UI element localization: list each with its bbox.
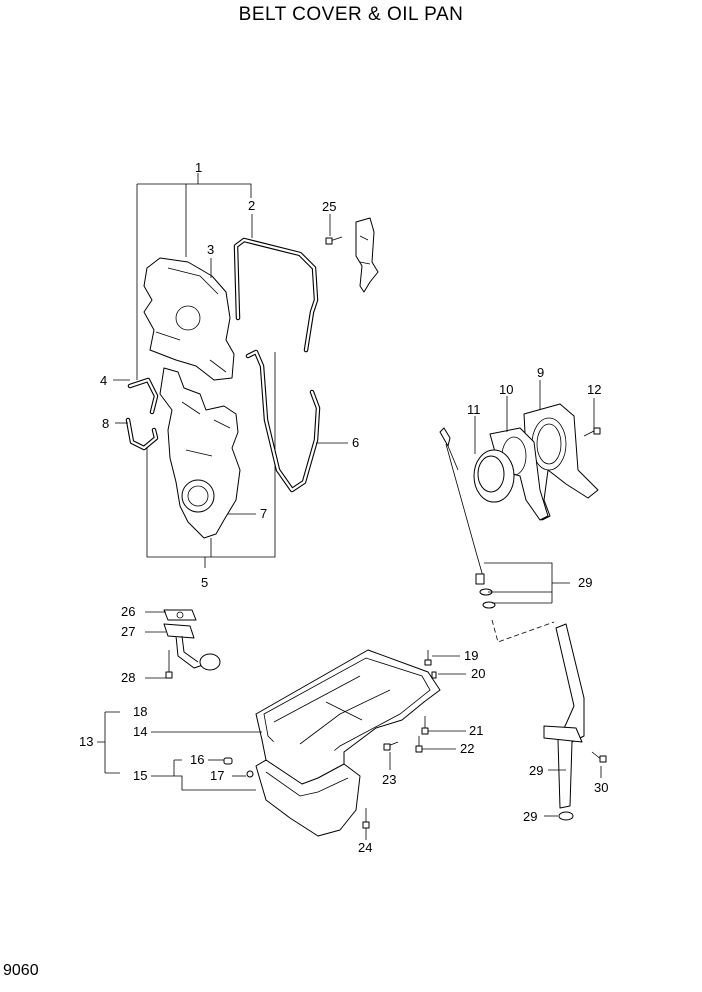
callout-15: 15 xyxy=(133,768,147,783)
lower-belt-cover[interactable] xyxy=(159,367,241,539)
callout-7: 7 xyxy=(260,506,267,521)
callout-3: 3 xyxy=(207,242,214,257)
callout-30: 30 xyxy=(594,780,608,795)
oil-screen-27[interactable] xyxy=(163,623,221,671)
belt-cover-group xyxy=(113,173,348,568)
callout-25: 25 xyxy=(322,199,336,214)
callout-20: 20 xyxy=(471,666,485,681)
bolt-21[interactable] xyxy=(421,716,429,735)
upper-belt-cover[interactable] xyxy=(143,257,235,381)
oil-level-gauge[interactable] xyxy=(439,427,485,585)
callout-8: 8 xyxy=(102,416,109,431)
bolt-12[interactable] xyxy=(583,427,601,437)
callout-16: 16 xyxy=(190,752,204,767)
page-code: 9060 xyxy=(3,962,39,979)
o-ring-29-lower[interactable] xyxy=(558,811,574,821)
oil-gauge-guide[interactable] xyxy=(543,623,585,809)
stud-20[interactable] xyxy=(431,671,437,679)
gasket-17[interactable] xyxy=(246,770,254,778)
callout-29-dipstick: 29 xyxy=(578,575,592,590)
bolt-19[interactable] xyxy=(424,650,432,666)
callout-24: 24 xyxy=(358,840,372,855)
callout-21: 21 xyxy=(469,723,483,738)
oil-seal-11[interactable] xyxy=(473,449,515,503)
callout-29-oring: 29 xyxy=(523,809,537,824)
callout-4: 4 xyxy=(100,373,107,388)
callout-12: 12 xyxy=(587,382,601,397)
callout-18: 18 xyxy=(133,704,147,719)
callout-6: 6 xyxy=(352,435,359,450)
gasket-4[interactable] xyxy=(127,377,159,415)
bolt-22[interactable] xyxy=(415,736,423,753)
bracket-25[interactable] xyxy=(355,217,379,293)
callout-2: 2 xyxy=(248,198,255,213)
callout-10: 10 xyxy=(499,382,513,397)
callout-1: 1 xyxy=(195,160,202,175)
gasket-6[interactable] xyxy=(245,349,321,493)
lower-oil-pan[interactable] xyxy=(255,759,361,837)
oil-seal-case-9[interactable] xyxy=(523,403,599,521)
callout-13: 13 xyxy=(79,734,93,749)
callout-14: 14 xyxy=(133,724,147,739)
callout-27: 27 xyxy=(121,624,135,639)
bolt-23[interactable] xyxy=(383,741,399,751)
gasket-26[interactable] xyxy=(163,609,197,621)
callout-9: 9 xyxy=(537,365,544,380)
callout-5: 5 xyxy=(201,575,208,590)
bolt-25[interactable] xyxy=(325,236,343,245)
gasket-8[interactable] xyxy=(125,417,159,451)
callout-26: 26 xyxy=(121,604,135,619)
callout-19: 19 xyxy=(464,648,478,663)
callout-labels: 1 2 3 4 5 6 7 8 9 10 11 12 13 14 15 16 1… xyxy=(79,160,608,855)
callout-29-guide: 29 xyxy=(529,763,543,778)
callout-22: 22 xyxy=(460,741,474,756)
callout-28: 28 xyxy=(121,670,135,685)
gasket-2[interactable] xyxy=(233,237,319,353)
page-title: BELT COVER & OIL PAN xyxy=(238,4,464,25)
callout-11: 11 xyxy=(467,402,481,417)
bolt-24[interactable] xyxy=(362,808,370,829)
callout-17: 17 xyxy=(210,768,224,783)
bolt-30[interactable] xyxy=(591,751,607,763)
bolt-28[interactable] xyxy=(165,650,173,679)
drain-plug-16[interactable] xyxy=(223,757,233,765)
callout-23: 23 xyxy=(382,772,396,787)
